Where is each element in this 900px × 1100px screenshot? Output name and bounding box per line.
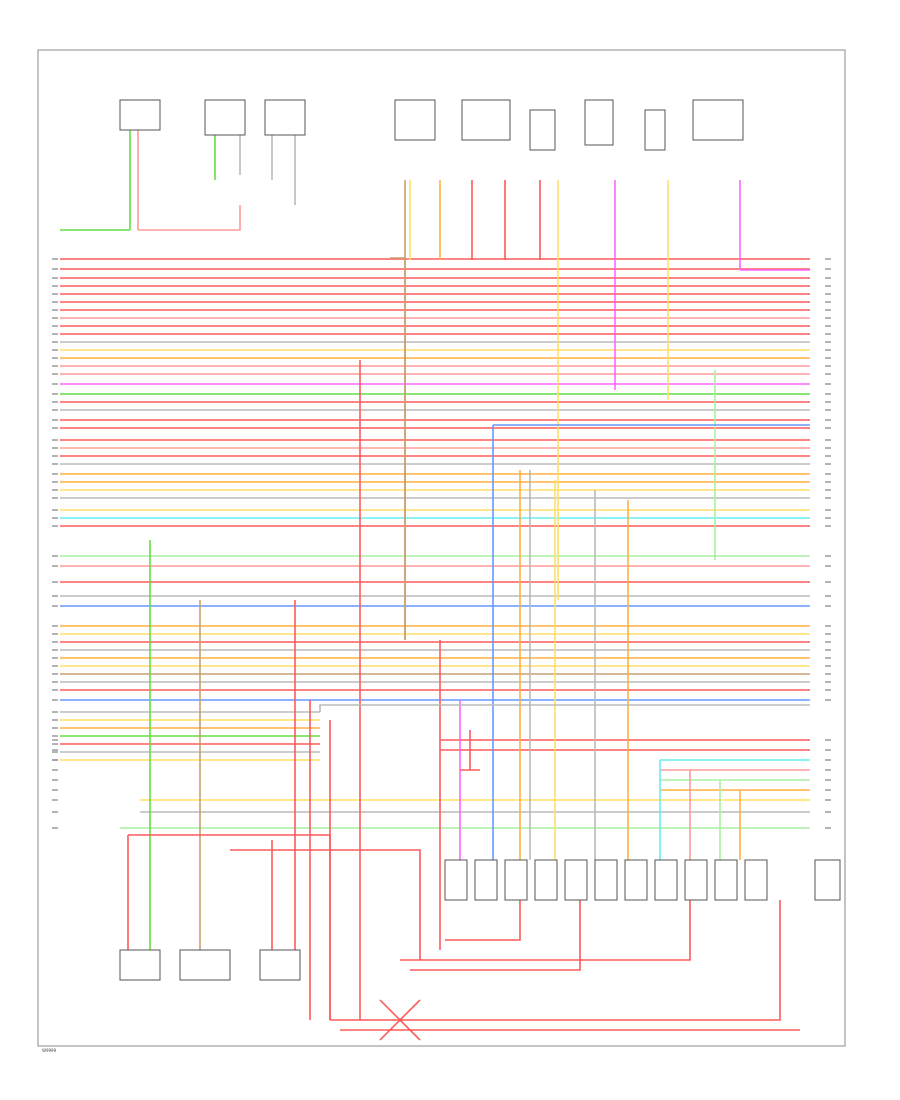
connector-pin-block-5	[594, 859, 618, 901]
component-solenoid-1	[529, 109, 556, 151]
diagram-border	[37, 49, 846, 1047]
component-bottom-right	[259, 949, 301, 981]
wire-path-7	[128, 834, 331, 1020]
wire-path-6	[319, 704, 810, 712]
connector-pin-block-2	[504, 859, 528, 901]
wire-path-1	[138, 205, 241, 231]
component-pressure-sensor	[692, 99, 744, 141]
component-bottom-mid	[179, 949, 231, 981]
wire-path-12	[410, 900, 581, 971]
connector-pin-block-8	[684, 859, 708, 901]
wire-path-11	[400, 900, 691, 961]
connector-pin-block-6	[624, 859, 648, 901]
component-top-switch-1	[119, 99, 161, 131]
connector-pin-block-10	[744, 859, 768, 901]
wire-path-14	[379, 999, 421, 1041]
component-speed-sensor	[461, 99, 511, 141]
connector-pin-block-4	[564, 859, 588, 901]
connector-pin-block-1	[474, 859, 498, 901]
component-solenoid-3	[644, 109, 666, 151]
component-layer	[119, 99, 841, 981]
figure-id: W9999	[42, 1048, 57, 1053]
component-transmission-sensor	[394, 99, 436, 141]
component-top-sensor-2	[204, 99, 246, 136]
connector-end-block	[814, 859, 841, 901]
label-layer	[52, 258, 831, 829]
connector-pin-block-3	[534, 859, 558, 901]
component-top-sensor-3	[264, 99, 306, 136]
wire-path-9	[330, 900, 781, 1021]
component-solenoid-2	[584, 99, 614, 146]
component-bottom-left	[119, 949, 161, 981]
wire-path-2	[390, 257, 406, 640]
wire-layer	[60, 130, 810, 1041]
diagram-frame	[37, 49, 846, 1047]
wire-path-8	[230, 849, 421, 960]
connector-pin-block-9	[714, 859, 738, 901]
connector-pin-block-7	[654, 859, 678, 901]
connector-pin-block-0	[444, 859, 468, 901]
wire-path-15	[445, 900, 521, 941]
